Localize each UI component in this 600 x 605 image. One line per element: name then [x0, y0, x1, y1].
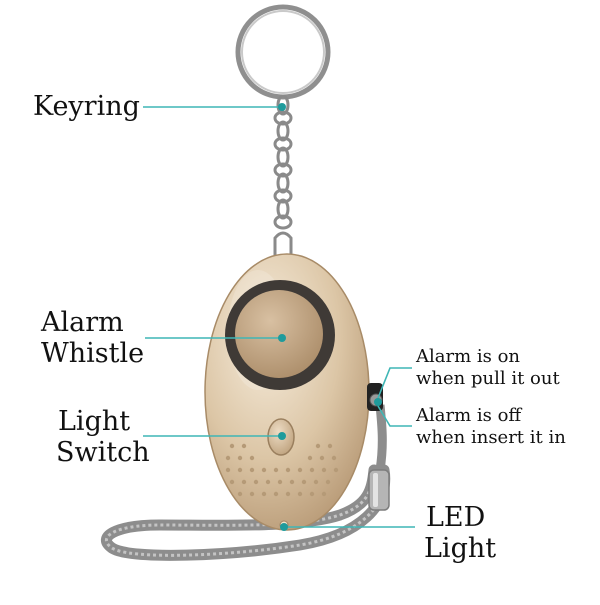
chain-link [273, 110, 293, 126]
perforation-dot [225, 467, 231, 473]
label-led-light-line2: Light [424, 533, 497, 564]
alarm-whistle-face [235, 290, 323, 378]
label-keyring-text: Keyring [33, 91, 140, 122]
perforation-dot [237, 467, 243, 473]
pointer-alarm-on [377, 367, 412, 399]
label-led-light-line1: LED [426, 502, 486, 533]
perforation-dot [273, 491, 279, 497]
perforation-dot [285, 491, 291, 497]
label-alarm-whistle-line2: Whistle [41, 338, 145, 369]
label-light-switch: Light Switch [56, 406, 150, 468]
label-alarm-on-line1: Alarm is on [416, 346, 521, 367]
speaker-perforations [225, 443, 339, 497]
perforation-dot [273, 467, 279, 473]
perforation-dot [333, 467, 339, 473]
label-alarm-whistle-line1: Alarm [41, 307, 124, 338]
perforation-dot [261, 467, 267, 473]
pointer-alarm-off [377, 405, 412, 427]
metal-crimp-highlight [373, 473, 378, 507]
label-light-switch-line2: Switch [56, 437, 150, 468]
label-alarm-off-line1: Alarm is off [416, 405, 522, 426]
perforation-dot [319, 455, 325, 461]
keychain-chain [273, 94, 293, 230]
perforation-dot [321, 491, 327, 497]
perforation-dot [237, 491, 243, 497]
perforation-dot [309, 491, 315, 497]
label-alarm-on-line2: when pull it out [416, 368, 560, 389]
attachment-loop [273, 231, 293, 258]
dot-led-light [280, 523, 288, 531]
perforation-dot [249, 467, 255, 473]
chain-link [273, 162, 293, 178]
callout-dots [278, 103, 382, 531]
label-alarm-off: Alarm is off when insert it in [416, 405, 566, 449]
label-led-light: LED Light [424, 502, 496, 564]
lanyard-strap-texture [105, 469, 387, 557]
perforation-dot [297, 467, 303, 473]
chain-link [276, 198, 290, 220]
dot-alarm-pin [374, 398, 382, 406]
perforation-dot [229, 443, 235, 449]
perforation-dot [249, 455, 255, 461]
pin-cord [375, 404, 387, 471]
label-alarm-off-line2: when insert it in [416, 427, 566, 448]
perforation-dot [237, 455, 243, 461]
metal-crimp [368, 469, 390, 511]
chain-link [276, 120, 290, 142]
perforation-dot [253, 479, 259, 485]
perforation-dot [249, 491, 255, 497]
chain-link [276, 172, 290, 194]
perforation-dot [307, 455, 313, 461]
perforation-dot [315, 443, 321, 449]
label-alarm-whistle: Alarm Whistle [41, 307, 144, 369]
perforation-dot [241, 443, 247, 449]
dot-light-switch [278, 432, 286, 440]
label-alarm-on: Alarm is on when pull it out [416, 346, 560, 390]
chain-link [276, 146, 290, 168]
chain-link [273, 214, 293, 230]
chain-link [276, 94, 290, 116]
perforation-dot [261, 491, 267, 497]
perforation-dot [309, 467, 315, 473]
perforation-dot [325, 479, 331, 485]
keyring-loop [235, 4, 331, 100]
perforation-dot [321, 467, 327, 473]
label-light-switch-line1: Light [58, 406, 131, 437]
perforation-dot [225, 455, 231, 461]
keyring-loop-inner [241, 10, 325, 94]
perforation-dot [241, 479, 247, 485]
perforation-dot [229, 479, 235, 485]
perforation-dot [265, 479, 271, 485]
callout-pointers [143, 106, 415, 528]
perforation-dot [297, 491, 303, 497]
perforation-dot [301, 479, 307, 485]
label-keyring: Keyring [33, 91, 140, 122]
chain-link [273, 136, 293, 152]
perforation-dot [285, 467, 291, 473]
dot-keyring [278, 103, 286, 111]
perforation-dot [313, 479, 319, 485]
perforation-dot [331, 455, 337, 461]
dot-alarm-whistle [278, 334, 286, 342]
chain-link [273, 188, 293, 204]
perforation-dot [289, 479, 295, 485]
perforation-dot [327, 443, 333, 449]
perforation-dot [277, 479, 283, 485]
